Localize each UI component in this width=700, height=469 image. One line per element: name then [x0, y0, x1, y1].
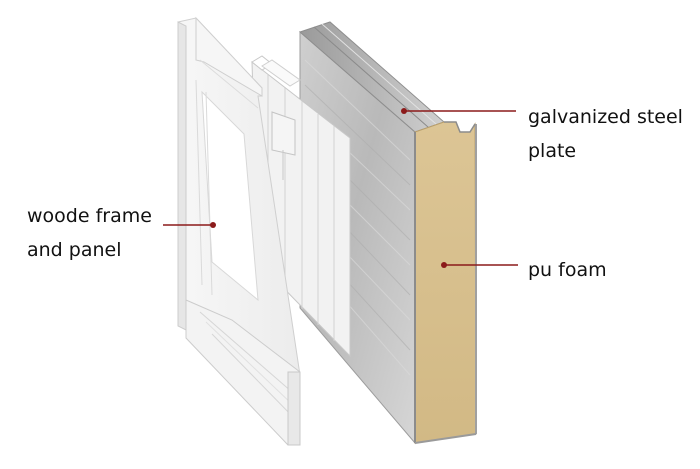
- label-galvanized-steel-plate: galvanized steel plate: [528, 100, 683, 168]
- label-steel-line2: plate: [528, 140, 577, 162]
- leader-dot-foam: [441, 262, 447, 268]
- panel-rail: [271, 111, 296, 156]
- label-foam-text: pu foam: [528, 259, 607, 281]
- label-steel-line1: galvanized steel: [528, 106, 683, 128]
- frame-opening: [201, 90, 259, 302]
- label-pu-foam: pu foam: [528, 253, 607, 287]
- label-wood-line2: and panel: [27, 239, 122, 261]
- foam-section: [414, 121, 477, 444]
- leader-wood: [163, 222, 216, 228]
- wood-frame: [177, 16, 301, 446]
- label-wood-frame-panel: woode frame and panel: [27, 199, 152, 267]
- label-wood-line1: woode frame: [27, 205, 152, 227]
- leader-steel: [401, 108, 516, 114]
- leader-dot-steel: [401, 108, 407, 114]
- leader-foam: [441, 262, 518, 268]
- frame-top-rail: [195, 16, 263, 97]
- pu-foam-core: [414, 121, 477, 444]
- leader-dot-wood: [210, 222, 216, 228]
